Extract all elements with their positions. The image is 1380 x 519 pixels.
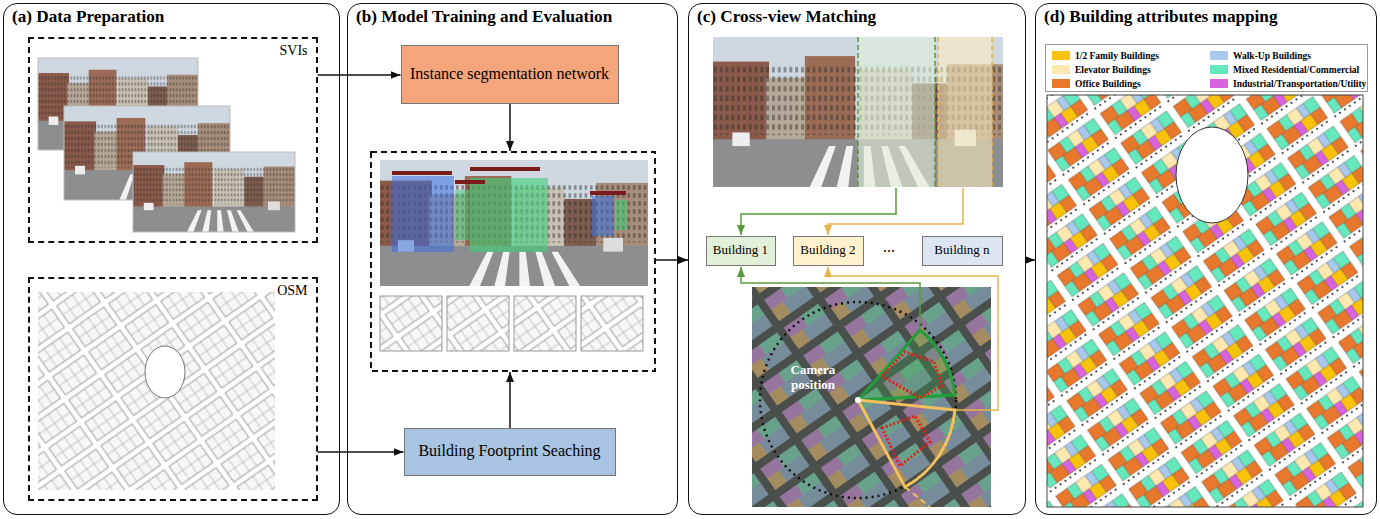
legend-swatch [1210, 79, 1228, 88]
legend-swatch [1210, 65, 1228, 74]
flow-arrow [509, 372, 511, 428]
stage-panel: (a) Data PreparationSVIsOSM [3, 3, 340, 515]
stage-panel: (b) Model Training and EvaluationInstanc… [347, 3, 678, 515]
legend-item: Elevator Buildings [1052, 63, 1151, 76]
legend-text: Industrial/Transportation/Utility [1233, 79, 1366, 89]
flow-arrow [318, 74, 401, 76]
flow-arrow [509, 104, 511, 151]
box-label: Instance segmentation network [406, 65, 613, 83]
panel-heading: (a) Data Preparation [4, 4, 339, 27]
osm-map [38, 292, 275, 490]
panel-heading: (d) Building attributes mapping [1036, 4, 1376, 27]
legend-swatch [1052, 65, 1070, 74]
process-box: Instance segmentation network [401, 45, 619, 104]
box-label: Building n [931, 243, 992, 258]
ellipsis: ... [874, 238, 904, 256]
panel-heading: (b) Model Training and Evaluation [348, 4, 677, 27]
building-box: Building 1 [706, 236, 776, 266]
legend-item: Mixed Residential/Commercial [1210, 63, 1359, 76]
legend-box: 1/2 Family Buildings Walk-Up BuildingsEle… [1045, 44, 1368, 92]
dashed-group: OSM [28, 277, 318, 501]
legend-text: Elevator Buildings [1075, 65, 1151, 75]
building-box: Building n [922, 236, 1003, 266]
box-label: Building 2 [797, 243, 858, 258]
dashed-group: SVIs [28, 37, 318, 243]
flow-arrow [318, 451, 404, 453]
flow-arrow [1026, 259, 1035, 261]
legend-text: Walk-Up Buildings [1233, 51, 1311, 61]
match-line [828, 188, 963, 235]
panel-heading: (c) Cross-view Matching [689, 4, 1025, 27]
match-line [741, 188, 896, 235]
legend-item: Office Buildings [1052, 77, 1141, 90]
flow-line [655, 259, 679, 261]
legend-item: Industrial/Transportation/Utility [1210, 77, 1366, 90]
legend-text: Office Buildings [1075, 79, 1141, 89]
street-view-images [38, 58, 295, 232]
process-box: Building Footprint Seaching [404, 428, 616, 476]
legend-swatch [1052, 79, 1070, 88]
building-box: Building 2 [793, 236, 864, 266]
group-label: OSM [30, 279, 316, 299]
legend-item: 1/2 Family Buildings [1052, 49, 1159, 62]
stage-panel: (c) Cross-view MatchingBuilding 1 Buildin… [688, 3, 1026, 515]
group-label: SVIs [30, 39, 316, 59]
matching-panorama [713, 37, 1003, 187]
segmentation-results [371, 152, 655, 371]
match-line [828, 267, 998, 410]
box-label: Building 1 [710, 243, 771, 258]
aerial-view [752, 287, 991, 507]
legend-text: 1/2 Family Buildings [1075, 51, 1159, 61]
legend-item: Walk-Up Buildings [1210, 49, 1311, 62]
legend-text: Mixed Residential/Commercial [1233, 65, 1359, 75]
legend-swatch [1210, 51, 1228, 60]
flow-arrow [678, 259, 688, 261]
legend-swatch [1052, 51, 1070, 60]
camera-label: Camera position [780, 362, 846, 392]
attribute-map [1047, 95, 1363, 507]
box-label: Building Footprint Seaching [414, 442, 604, 460]
